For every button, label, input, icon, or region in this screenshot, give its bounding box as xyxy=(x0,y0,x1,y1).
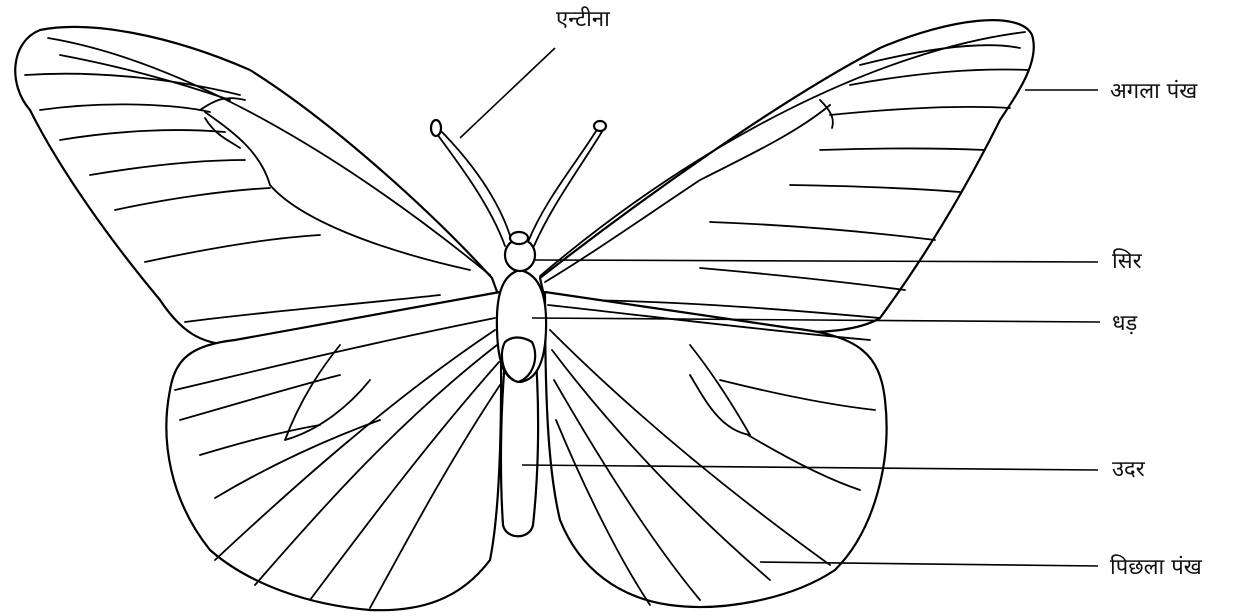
left-antenna-tip xyxy=(431,120,441,136)
abdomen-shape xyxy=(501,360,538,536)
butterfly-body xyxy=(497,232,546,536)
right-antenna-tip xyxy=(594,121,606,131)
hindwing-label: पिछला पंख xyxy=(1110,554,1203,580)
right-forewing xyxy=(540,20,1034,332)
right-hindwing xyxy=(545,292,887,607)
head-label: सिर xyxy=(1112,248,1143,274)
antenna-label: एन्टीना xyxy=(556,6,610,32)
thorax-label: धड़ xyxy=(1112,311,1138,336)
antennae xyxy=(431,120,606,246)
forewing-label: अगला पंख xyxy=(1110,79,1198,104)
abdomen-label: उदर xyxy=(1112,457,1146,482)
head-crown xyxy=(510,232,528,244)
left-forewing xyxy=(15,27,500,345)
antenna-leader xyxy=(460,48,555,138)
